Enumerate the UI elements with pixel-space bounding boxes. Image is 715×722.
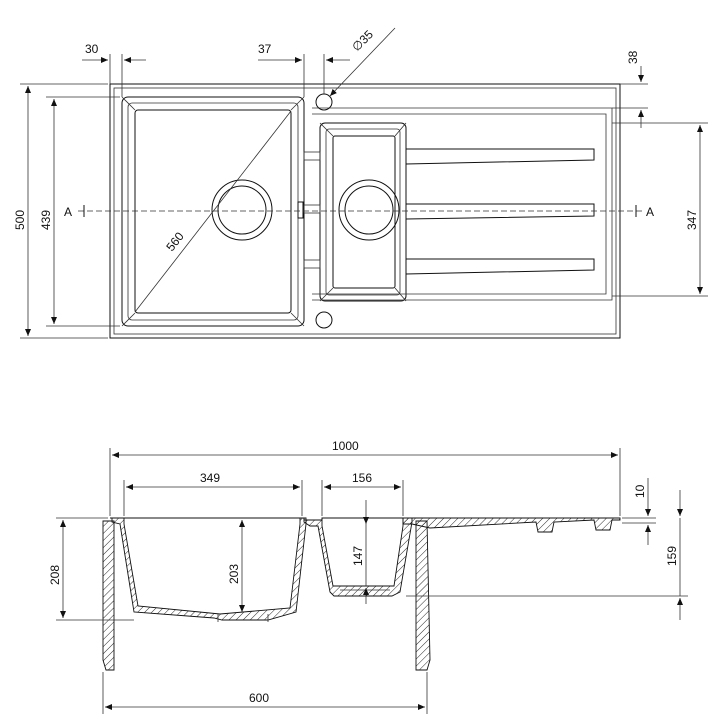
top-view: A A 560 30 37 ∅35 [13,27,708,339]
svg-text:347: 347 [685,210,699,230]
dim-10: 10 [622,478,656,545]
cabinet-wall-right [415,520,431,671]
dim-156: 156 [321,471,404,516]
overflow-slots [297,151,321,269]
section-a-right-label: A [646,205,654,219]
main-drain [211,179,273,241]
dim-500: 500 [13,83,108,339]
dim-30: 30 [82,42,146,97]
dim-347: 347 [612,122,708,297]
drainboard-grooves [405,148,595,275]
drainboard [312,107,613,301]
dim-35: ∅35 [329,27,396,97]
small-bowl [319,122,407,302]
dim-600: 600 [102,672,428,714]
svg-text:10: 10 [633,484,647,498]
dim-37: 37 [258,42,350,97]
dim-208: 208 [48,517,134,621]
svg-text:37: 37 [258,42,272,56]
svg-text:208: 208 [48,565,62,585]
svg-text:156: 156 [352,471,372,485]
svg-text:600: 600 [249,691,269,705]
svg-text:147: 147 [351,546,365,566]
svg-text:30: 30 [85,42,99,56]
dim-349: 349 [123,471,303,516]
section-view: 1000 349 156 10 [48,439,688,714]
svg-text:439: 439 [39,210,53,230]
dim-203: 203 [227,520,245,612]
svg-text:500: 500 [13,210,27,230]
dim-1000: 1000 [109,439,621,516]
svg-text:159: 159 [665,546,679,566]
faucet-hole-bottom [315,311,333,329]
dim-159: 159 [406,490,688,620]
dim-38: 38 [612,50,648,128]
cabinet-wall-left [102,520,115,671]
svg-text:1000: 1000 [332,439,359,453]
drainboard-section [402,517,621,533]
small-drain [338,179,400,241]
section-a-left-label: A [64,205,72,219]
svg-text:349: 349 [200,471,220,485]
dim-147: 147 [351,500,369,604]
svg-text:203: 203 [227,564,241,584]
dim-439: 439 [39,96,120,327]
svg-text:∅35: ∅35 [349,27,376,54]
main-bowl-section [111,517,307,621]
svg-text:38: 38 [626,50,640,64]
